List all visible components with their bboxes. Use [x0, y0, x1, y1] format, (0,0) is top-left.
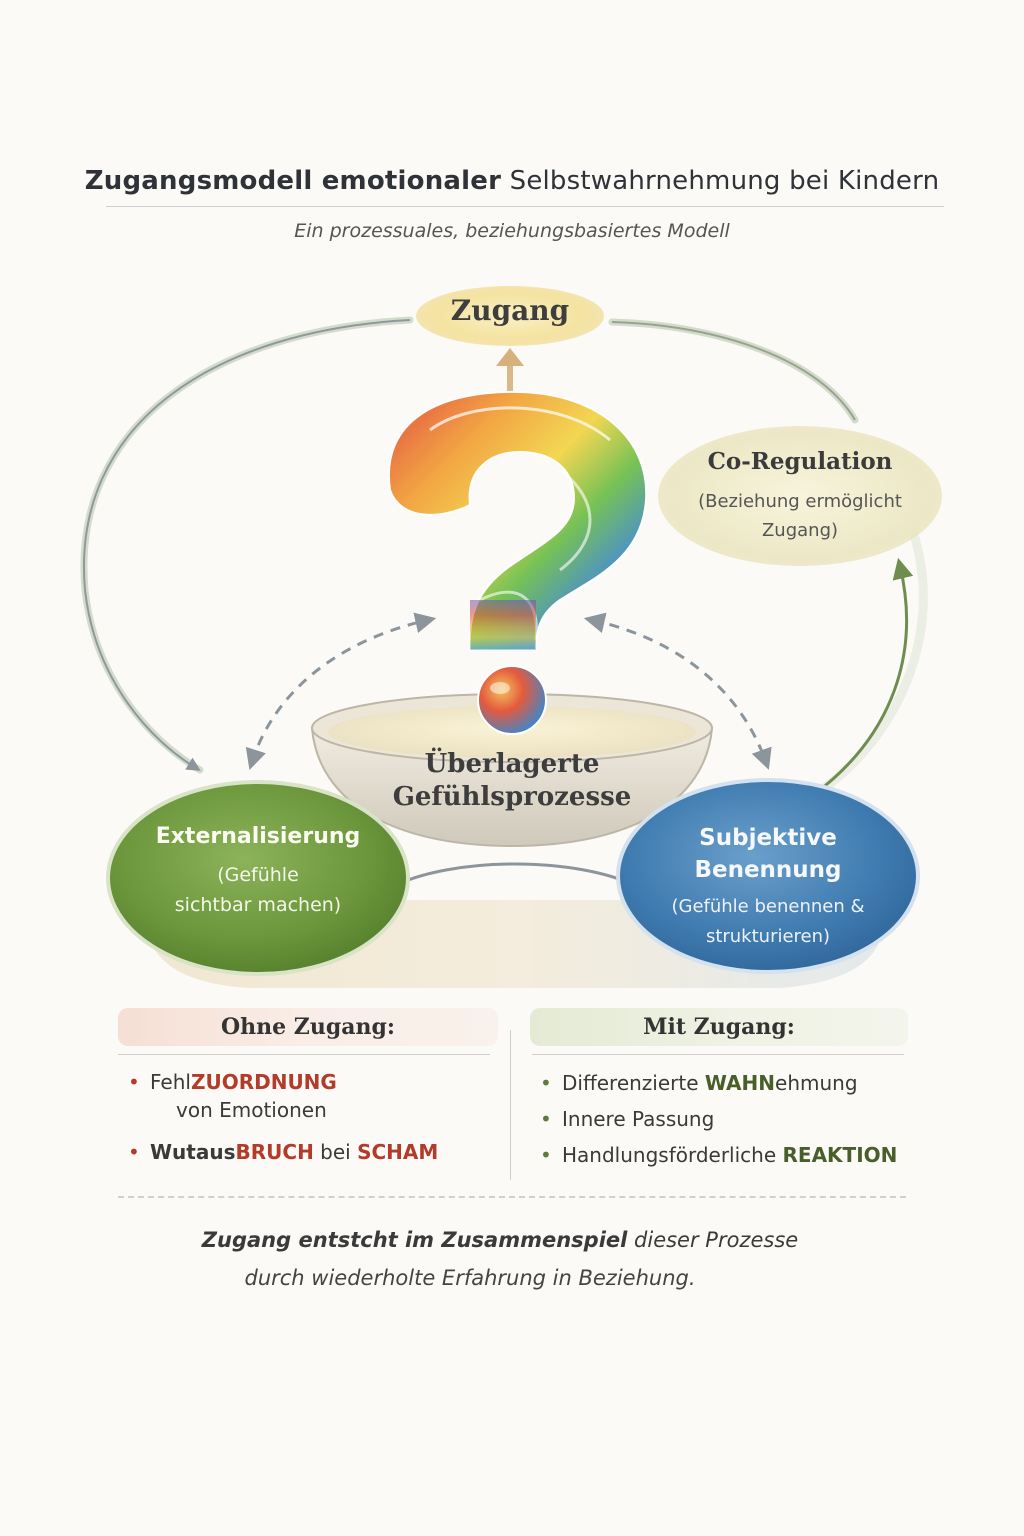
- footer-line-2: durch wiederholte Erfahrung in Beziehung…: [244, 1266, 696, 1290]
- bullet-icon: •: [128, 1140, 140, 1164]
- bullet-icon: •: [540, 1107, 552, 1131]
- sphere-icon: [477, 665, 547, 735]
- list-item: • FehlZUORDNUNG von Emotionen: [128, 1070, 337, 1122]
- mit-rule: [532, 1054, 904, 1055]
- zugang-label: Zugang: [450, 294, 570, 327]
- footer-divider: [118, 1196, 906, 1198]
- bullet-icon: •: [540, 1071, 552, 1095]
- cycle-arc-left-line: [82, 319, 411, 771]
- list-item: • WutausBRUCH bei SCHAM: [128, 1140, 439, 1164]
- dashed-arrow-right: [583, 612, 772, 770]
- ohne-heading-bg: [118, 1008, 498, 1046]
- ohne-list: • FehlZUORDNUNG von Emotionen • WutausBR…: [128, 1068, 508, 1180]
- arrow-up-head: [496, 348, 524, 366]
- externalisierung-subtitle: (Gefühle sichtbar machen): [174, 864, 342, 916]
- mit-list: • Differenzierte WAHNehmung • Innere Pas…: [540, 1070, 940, 1178]
- benennung-subtitle: (Gefühle benennen & strukturieren): [671, 896, 865, 947]
- ohne-rule: [118, 1054, 490, 1055]
- list-item: • Handlungsförderliche REAKTION: [540, 1143, 898, 1167]
- cycle-arc-left: [80, 316, 414, 774]
- externalisierung-node: [106, 780, 410, 976]
- bottom-double-arrow: [382, 862, 648, 892]
- zugang-node: [416, 286, 604, 346]
- arrow-benennung-to-coregulation: [811, 557, 914, 798]
- title-rule: [106, 206, 944, 207]
- center-label: Überlagerte Gefühlsprozesse: [392, 749, 632, 812]
- coregulation-title: Co-Regulation: [707, 448, 893, 475]
- footer-line-1: Zugang entstcht im Zusammenspiel dieser …: [201, 1228, 799, 1252]
- mit-heading: Mit Zugang:: [643, 1014, 795, 1040]
- list-item: • Innere Passung: [540, 1107, 715, 1131]
- list-item: • Differenzierte WAHNehmung: [540, 1071, 858, 1095]
- coregulation-subtitle: (Beziehung ermöglicht Zugang): [698, 491, 902, 541]
- cycle-arc-right-top-line: [611, 321, 856, 421]
- cycle-arc-right-top: [608, 318, 859, 424]
- column-divider: [510, 1030, 511, 1180]
- benennung-node: [616, 778, 920, 974]
- page-title: Zugangsmodell emotionaler Selbstwahrnehm…: [84, 166, 940, 196]
- bullet-icon: •: [540, 1143, 552, 1167]
- mit-heading-bg: [530, 1008, 908, 1046]
- ohne-heading: Ohne Zugang:: [220, 1014, 395, 1040]
- coregulation-node: [658, 426, 942, 566]
- benennung-title: Subjektive Benennung: [694, 825, 842, 883]
- page-subtitle: Ein prozessuales, beziehungsbasiertes Mo…: [294, 220, 730, 242]
- bullet-icon: •: [128, 1070, 140, 1094]
- dashed-arrow-left: [245, 612, 437, 771]
- externalisierung-title: Externalisierung: [155, 824, 361, 849]
- question-mark-icon: [387, 390, 648, 651]
- sphere-highlight: [490, 682, 510, 694]
